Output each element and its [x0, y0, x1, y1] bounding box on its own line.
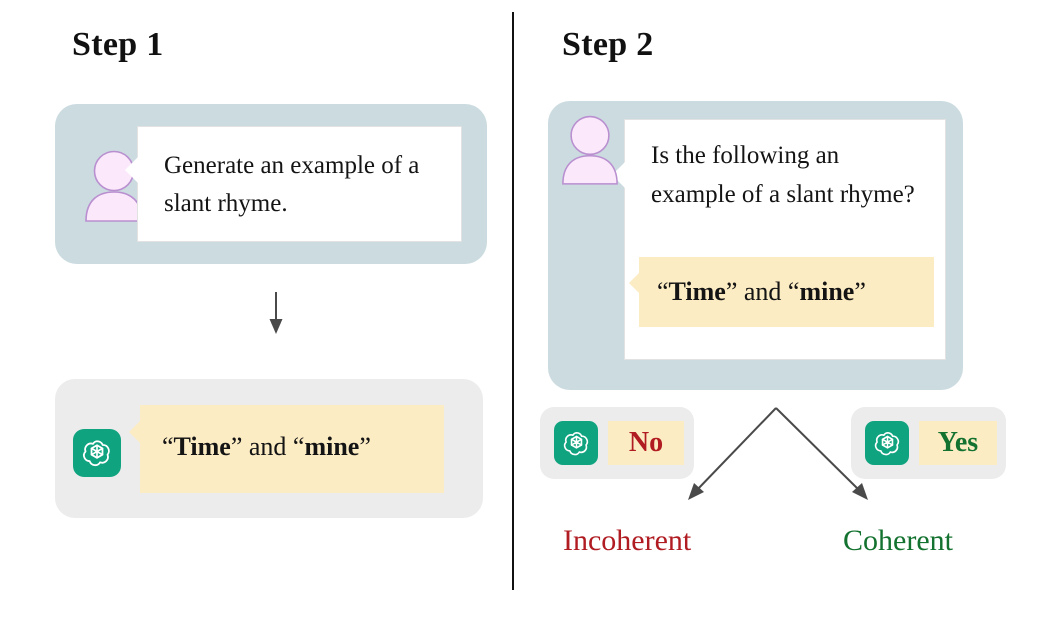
bubble-tail-icon — [629, 273, 639, 293]
panel-divider — [512, 12, 515, 590]
step2-quoted-example-bubble: “Time” and “mine” — [629, 257, 934, 327]
outcome-label-coherent: Coherent — [843, 524, 953, 557]
step2-answer-label-no: No — [608, 421, 684, 465]
step1-user-card: Generate an example of a slant rhyme. — [55, 104, 487, 264]
down-arrow-icon — [264, 292, 288, 336]
bubble-tail-icon — [125, 157, 138, 183]
outcome-label-incoherent: Incoherent — [563, 524, 692, 557]
chatgpt-logo-icon — [554, 421, 598, 465]
step2-quoted-example: “Time” and “mine” — [657, 277, 866, 306]
step1-assistant-card: “Time” and “mine” — [55, 379, 483, 518]
panel-title-step-1: Step 1 — [72, 26, 164, 63]
step2-user-message: Is the following an example of a slant r… — [651, 142, 915, 208]
step2-answer-label-yes: Yes — [919, 421, 997, 465]
step2-user-bubble: Is the following an example of a slant r… — [612, 119, 946, 360]
step1-assistant-message: “Time” and “mine” — [162, 432, 371, 461]
step2-answer-chip-yes[interactable]: Yes — [851, 407, 1006, 479]
branch-arrow-left-icon — [688, 407, 777, 500]
step1-user-bubble: Generate an example of a slant rhyme. — [125, 126, 462, 242]
branch-arrow-right-icon — [775, 407, 868, 500]
chatgpt-logo-icon — [73, 429, 121, 477]
step2-user-card: Is the following an example of a slant r… — [548, 101, 963, 390]
branch-arrows-group — [660, 402, 910, 512]
chatgpt-logo-icon — [865, 421, 909, 465]
user-avatar-icon — [560, 114, 620, 185]
step1-assistant-bubble: “Time” and “mine” — [129, 405, 444, 493]
step1-user-message: Generate an example of a slant rhyme. — [164, 152, 420, 217]
bubble-tail-icon — [129, 421, 140, 443]
step2-answer-chip-no[interactable]: No — [540, 407, 694, 479]
panel-title-step-2: Step 2 — [562, 26, 654, 63]
